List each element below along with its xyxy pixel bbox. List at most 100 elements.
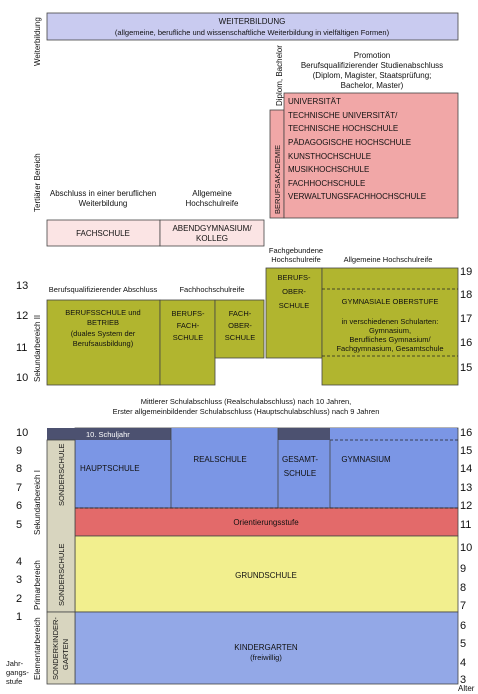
svg-text:UNIVERSITÄT: UNIVERSITÄT	[288, 97, 341, 106]
svg-text:BERUFS-: BERUFS-	[278, 273, 311, 282]
svg-text:OBER-: OBER-	[282, 287, 306, 296]
svg-text:4: 4	[16, 556, 22, 568]
berufsoberschule-label: BERUFS- OBER- SCHULE	[278, 273, 311, 310]
weiterbildung-subtitle: (allgemeine, berufliche und wissenschaft…	[115, 28, 390, 37]
svg-text:Hochschulreife: Hochschulreife	[186, 199, 239, 208]
svg-text:10: 10	[460, 542, 472, 554]
svg-text:PÄDAGOGISCHE HOCHSCHULE: PÄDAGOGISCHE HOCHSCHULE	[288, 138, 411, 147]
svg-text:8: 8	[460, 582, 466, 594]
allgemeine-hochschulreife-label: Allgemeine Hochschulreife	[186, 189, 239, 208]
svg-text:15: 15	[460, 362, 472, 374]
svg-text:Bachelor, Master): Bachelor, Master)	[341, 81, 404, 90]
kindergarten-label: KINDERGARTEN (freiwillig)	[234, 643, 298, 662]
svg-text:18: 18	[460, 289, 472, 301]
alter-label: Alter	[458, 684, 475, 693]
fachschule-box	[46, 219, 161, 247]
fachoberschule-box	[214, 299, 265, 359]
right-age-numbers: 16 15 14 13 12 11 10 9 8 7 6 5 4 3	[460, 427, 472, 686]
svg-text:VERWALTUNGSFACHHOCHSCHULE: VERWALTUNGSFACHHOCHSCHULE	[288, 192, 426, 201]
svg-text:11: 11	[460, 519, 471, 531]
svg-text:11: 11	[16, 342, 27, 354]
svg-text:3: 3	[16, 574, 22, 586]
svg-text:9: 9	[16, 445, 22, 457]
svg-text:(freiwillig): (freiwillig)	[250, 653, 282, 662]
orientierungsstufe-label: Orientierungsstufe	[233, 518, 299, 527]
svg-text:8: 8	[16, 463, 22, 475]
gymnasiale-oberstufe-label: GYMNASIALE OBERSTUFE in verschiedenen Sc…	[336, 297, 443, 353]
svg-text:SCHULE: SCHULE	[279, 301, 309, 310]
weiterbildung-title: WEITERBILDUNG	[219, 17, 286, 26]
svg-text:7: 7	[460, 600, 466, 612]
promotion-text: Promotion Berufsqualifizierender Studien…	[301, 51, 443, 90]
svg-text:2: 2	[16, 593, 22, 605]
berufsschule-label: BERUFSSCHULE und BETRIEB (duales System …	[65, 308, 140, 348]
svg-text:stufe: stufe	[6, 677, 22, 686]
svg-text:6: 6	[460, 620, 466, 632]
sek1-blue-band	[74, 427, 459, 509]
svg-text:(Diplom, Magister, Staatsprüfu: (Diplom, Magister, Staatsprüfung;	[313, 71, 432, 80]
berufsfachschule-label: BERUFS- FACH- SCHULE	[172, 309, 205, 342]
svg-text:TECHNISCHE UNIVERSITÄT/: TECHNISCHE UNIVERSITÄT/	[288, 111, 398, 120]
sonderkindergarten-column	[46, 611, 76, 685]
svg-text:in verschiedenen Schularten:: in verschiedenen Schularten:	[342, 317, 439, 326]
svg-text:SCHULE: SCHULE	[173, 333, 203, 342]
svg-text:BETRIEB: BETRIEB	[87, 318, 119, 327]
sek2-left-numbers: 13 12 11 10	[16, 280, 28, 384]
svg-text:KINDERGARTEN: KINDERGARTEN	[234, 643, 298, 652]
svg-text:BERUFSSCHULE und: BERUFSSCHULE und	[65, 308, 140, 317]
grundschule-label: GRUNDSCHULE	[235, 571, 297, 580]
svg-text:SCHULE: SCHULE	[225, 333, 255, 342]
svg-text:FACH-: FACH-	[177, 321, 200, 330]
jahrgangsstufe-label: Jahr- gangs- stufe	[6, 659, 29, 686]
side-label-sek1: Sekundarbereich I	[33, 470, 42, 535]
left-grade-numbers: 10 9 8 7 6 5 4 3 2 1	[16, 427, 28, 623]
abendgymnasium-label: ABENDGYMNASIUM/ KOLLEG	[172, 224, 252, 243]
svg-text:KOLLEG: KOLLEG	[196, 234, 228, 243]
svg-text:OBER-: OBER-	[228, 321, 252, 330]
sek2-right-numbers: 19 18 17 16 15	[460, 266, 472, 374]
svg-text:16: 16	[460, 337, 472, 349]
fachoberschule-label: FACH- OBER- SCHULE	[225, 309, 255, 342]
svg-text:SONDERKINDER-: SONDERKINDER-	[51, 617, 60, 680]
svg-text:9: 9	[460, 563, 466, 575]
svg-text:4: 4	[460, 657, 466, 669]
svg-text:3: 3	[460, 674, 466, 686]
gesamtschule-label: GESAMT- SCHULE	[282, 455, 318, 478]
svg-text:gangs-: gangs-	[6, 668, 29, 677]
berufsschule-box	[46, 299, 161, 386]
svg-text:Berufliches Gymnasium/: Berufliches Gymnasium/	[349, 335, 431, 344]
svg-text:15: 15	[460, 445, 472, 457]
svg-text:Weiterbildung: Weiterbildung	[79, 199, 128, 208]
svg-text:6: 6	[16, 500, 22, 512]
svg-text:12: 12	[16, 310, 28, 322]
svg-text:5: 5	[460, 638, 466, 650]
svg-text:Promotion: Promotion	[354, 51, 390, 60]
svg-text:12: 12	[460, 500, 472, 512]
fachschule-label: FACHSCHULE	[76, 229, 130, 238]
svg-text:KUNSTHOCHSCHULE: KUNSTHOCHSCHULE	[288, 152, 371, 161]
svg-text:Berufsausbildung): Berufsausbildung)	[73, 339, 134, 348]
sonderschule-column	[46, 439, 76, 613]
abschluss-note: Mittlerer Schulabschluss (Realschulabsch…	[113, 397, 380, 416]
svg-text:GYMNASIALE OBERSTUFE: GYMNASIALE OBERSTUFE	[342, 297, 439, 306]
side-label-elementar: Elementarbereich	[33, 617, 42, 680]
kindergarten-box	[74, 611, 459, 685]
svg-text:Berufsqualifizierender Studien: Berufsqualifizierender Studienabschluss	[301, 61, 443, 70]
svg-text:SCHULE: SCHULE	[284, 469, 316, 478]
svg-text:10: 10	[16, 427, 28, 439]
svg-text:FACH-: FACH-	[229, 309, 252, 318]
sonderkindergarten-label: SONDERKINDER- GARTEN	[51, 617, 70, 680]
weiterbildung-box	[46, 12, 459, 41]
svg-text:Jahr-: Jahr-	[6, 659, 24, 668]
svg-text:16: 16	[460, 427, 472, 439]
svg-text:Erster allgemeinbildender Schu: Erster allgemeinbildender Schulabschluss…	[113, 407, 380, 416]
sonderschule-primar-label: SONDERSCHULE	[57, 543, 66, 606]
svg-text:Hochschulreife: Hochschulreife	[271, 255, 321, 264]
side-label-sek2: Sekundarbereich II	[33, 315, 42, 382]
gymnasium-label: GYMNASIUM	[341, 455, 391, 464]
svg-text:13: 13	[460, 482, 472, 494]
side-label-primar: Primarbereich	[33, 560, 42, 610]
svg-text:5: 5	[16, 519, 22, 531]
